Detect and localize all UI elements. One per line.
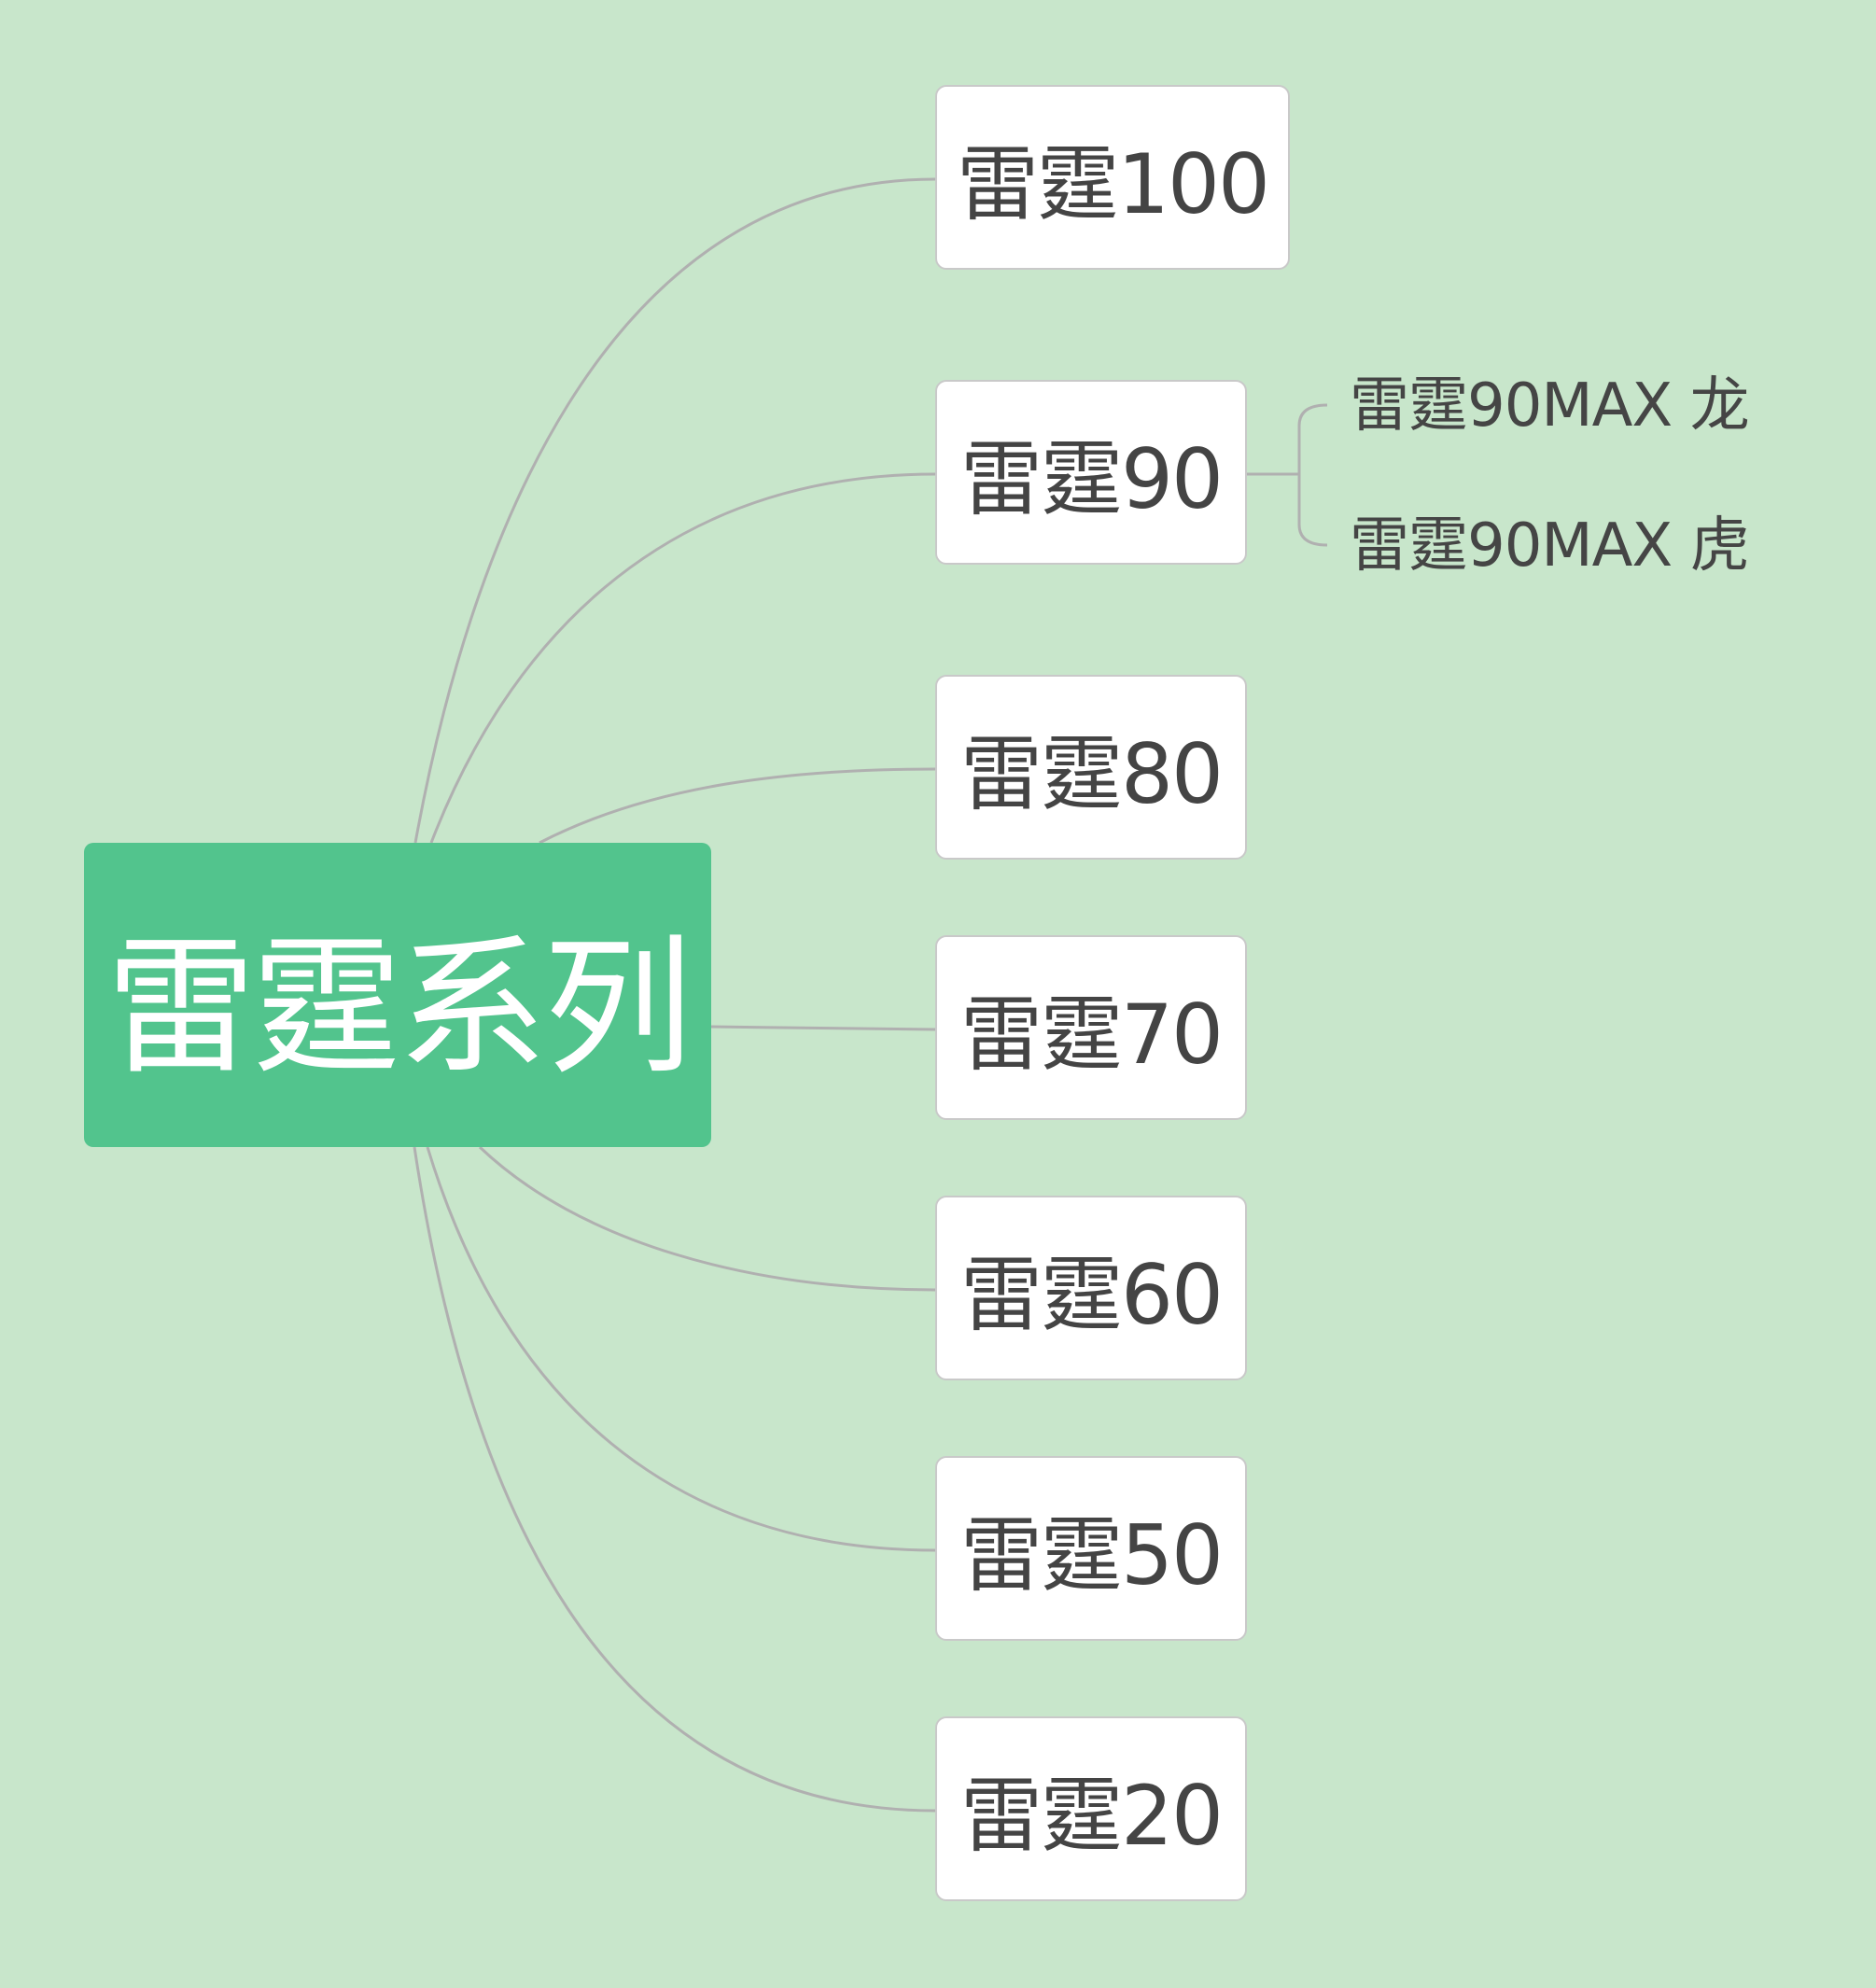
subtopic-label[interactable]: 雷霆90MAX 虎 (1350, 511, 1750, 581)
connector-line (413, 177, 936, 844)
connector-line (710, 1025, 936, 1031)
branch-topic-label: 雷霆70 (960, 986, 1224, 1083)
branch-topic[interactable]: 雷霆100 (935, 85, 1290, 270)
subtopic-label[interactable]: 雷霆90MAX 龙 (1350, 371, 1750, 441)
branch-topic-label: 雷霆20 (960, 1767, 1224, 1864)
connector-line (539, 767, 936, 845)
branch-topic[interactable]: 雷霆90 (935, 380, 1247, 565)
branch-topic-label: 雷霆50 (960, 1506, 1224, 1603)
branch-topic-label: 雷霆60 (960, 1246, 1224, 1343)
root-topic-label: 雷霆系列 (105, 920, 693, 1095)
branch-topic[interactable]: 雷霆60 (935, 1196, 1247, 1380)
branch-topic-label: 雷霆90 (960, 430, 1224, 527)
branch-topic[interactable]: 雷霆70 (935, 935, 1247, 1120)
connector-line (413, 1146, 936, 1813)
branch-topic[interactable]: 雷霆20 (935, 1716, 1247, 1901)
branch-topic-label: 雷霆80 (960, 725, 1224, 822)
branch-topic[interactable]: 雷霆50 (935, 1456, 1247, 1641)
connector-line (478, 1145, 936, 1292)
connector-line (426, 1146, 936, 1552)
bracket-connector (1247, 403, 1328, 547)
branch-topic-label: 雷霆100 (957, 135, 1270, 232)
connector-line (429, 472, 936, 844)
root-topic[interactable]: 雷霆系列 (84, 843, 711, 1147)
branch-topic[interactable]: 雷霆80 (935, 675, 1247, 860)
